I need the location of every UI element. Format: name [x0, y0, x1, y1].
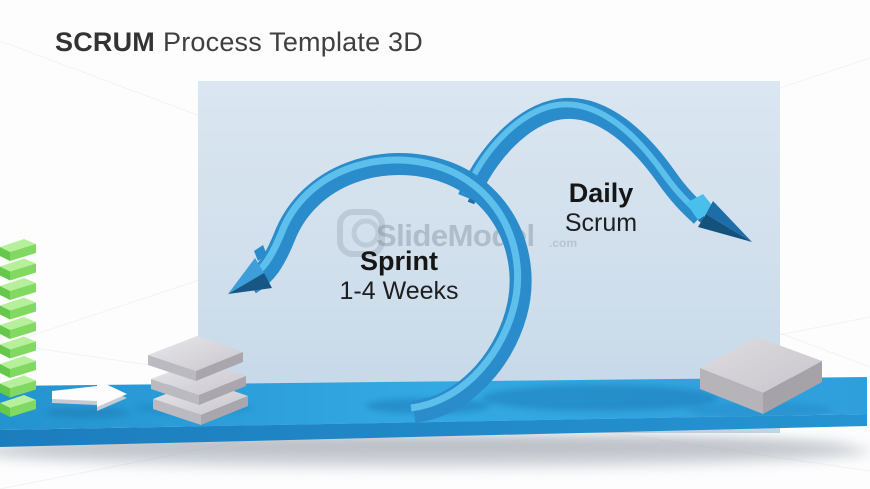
gray-plates-stack — [148, 336, 248, 425]
slide-title-rest: Process Template 3D — [163, 27, 423, 57]
daily-scrum-arrowhead-icon — [686, 194, 752, 242]
sprint-label: Sprint 1-4 Weeks — [299, 246, 499, 306]
gray-box — [700, 337, 822, 414]
slide-title: SCRUM Process Template 3D — [55, 27, 423, 58]
green-blocks-stack — [0, 239, 36, 417]
daily-scrum-arch-arrow — [458, 97, 752, 242]
sprint-arrowhead-icon — [228, 245, 272, 294]
daily-scrum-label-subtitle: Scrum — [564, 209, 638, 237]
sprint-label-title: Sprint — [360, 246, 438, 276]
slide-title-emphasis: SCRUM — [55, 27, 155, 57]
sprint-label-subtitle: 1-4 Weeks — [339, 277, 459, 305]
daily-scrum-label: Daily Scrum — [503, 178, 699, 238]
watermark-domain: .com — [549, 236, 577, 250]
sprint-loop-arrow — [228, 153, 532, 423]
right-arrow-icon — [52, 380, 127, 411]
watermark-logo-icon — [337, 209, 385, 257]
daily-scrum-label-title: Daily — [568, 178, 634, 208]
